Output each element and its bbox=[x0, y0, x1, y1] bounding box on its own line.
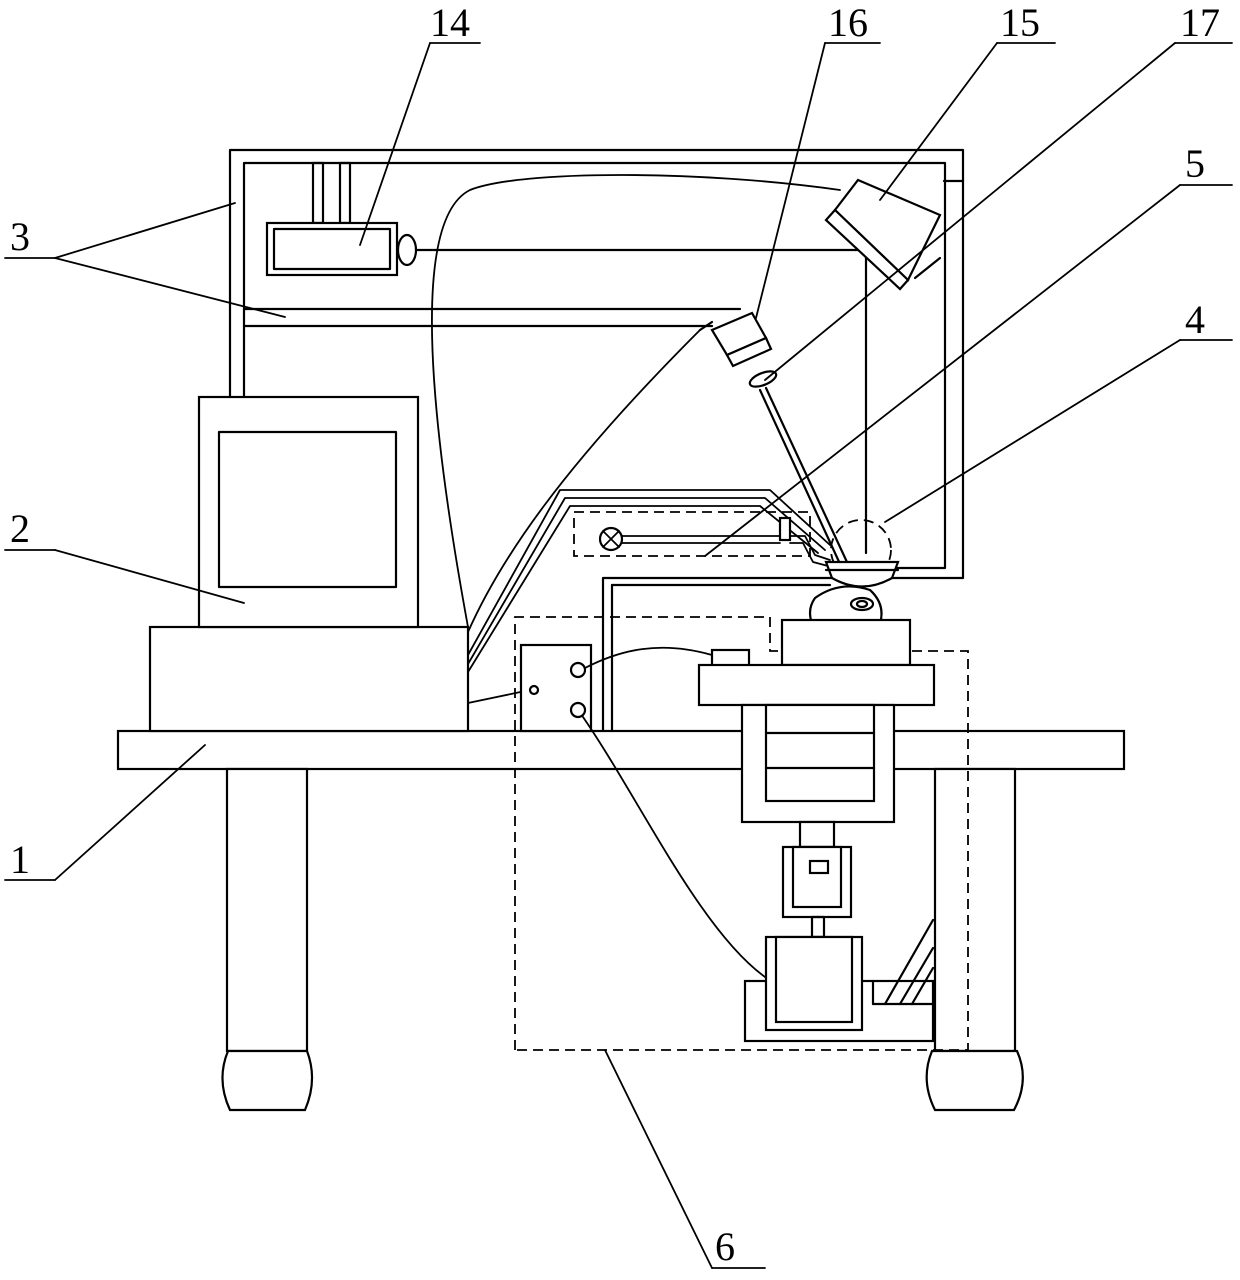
label-17: 17 bbox=[1180, 0, 1220, 45]
label-1: 1 bbox=[10, 837, 30, 882]
label-3: 3 bbox=[10, 214, 30, 259]
label-2: 2 bbox=[10, 506, 30, 551]
lens-17 bbox=[748, 368, 778, 390]
foot-right bbox=[927, 1051, 1023, 1110]
label-6: 6 bbox=[715, 1224, 735, 1269]
computer bbox=[150, 397, 468, 731]
table bbox=[118, 731, 1124, 1110]
label-15: 15 bbox=[1000, 0, 1040, 45]
table-top bbox=[118, 731, 1124, 769]
table-leg-left bbox=[227, 769, 307, 1051]
label-5: 5 bbox=[1185, 141, 1205, 186]
label-4: 4 bbox=[1185, 297, 1205, 342]
computer-base bbox=[150, 627, 468, 731]
stage-assembly-6 bbox=[515, 617, 968, 1050]
head-device bbox=[826, 562, 898, 587]
label-14: 14 bbox=[430, 0, 470, 45]
camera-16 bbox=[700, 313, 771, 366]
table-leg-right bbox=[935, 769, 1015, 1051]
foot-left bbox=[222, 1051, 312, 1110]
light-beam bbox=[766, 388, 860, 590]
label-16: 16 bbox=[828, 0, 868, 45]
